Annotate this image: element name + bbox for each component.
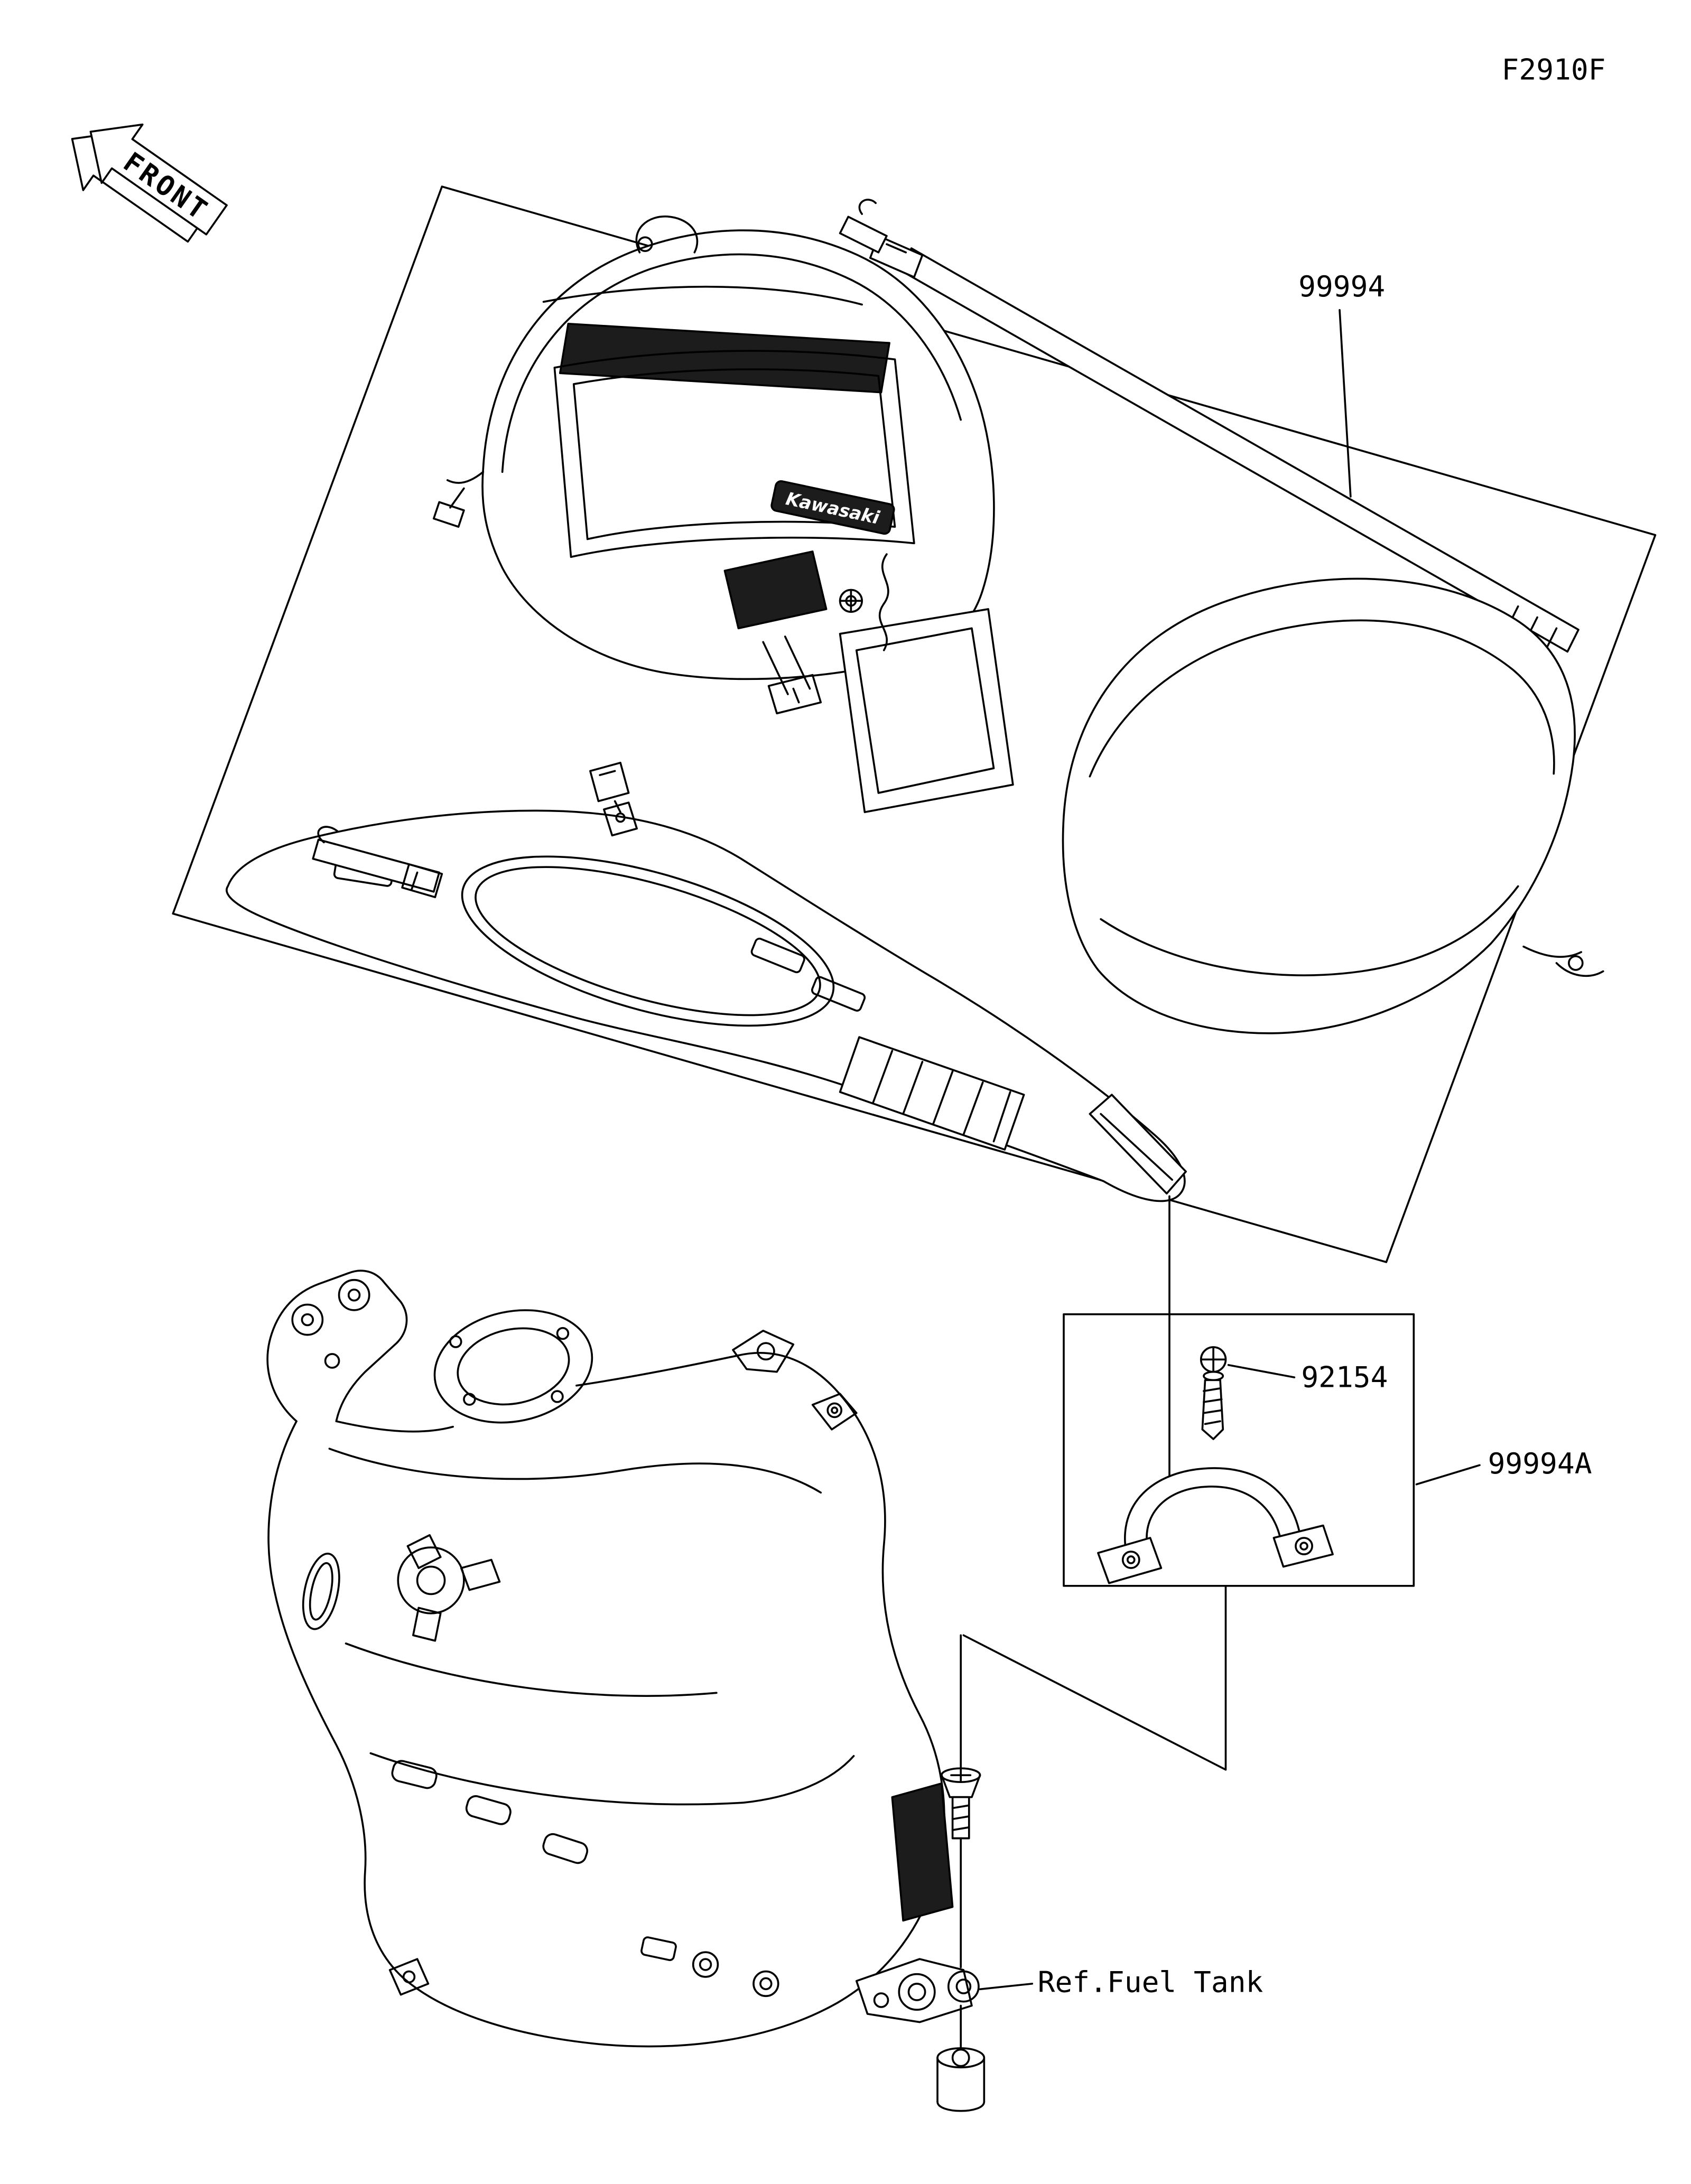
ref-fuel-tank-label: Ref.Fuel Tank xyxy=(1038,1965,1263,1999)
bottom-strap-buckle xyxy=(767,674,822,715)
tank-body-outline xyxy=(267,1352,945,2048)
rain-cover-body xyxy=(1062,577,1576,1034)
drawcord-end xyxy=(1555,962,1604,977)
screw-92154 xyxy=(1200,1346,1227,1440)
tank-bag-piping xyxy=(501,253,962,473)
tank-bag-seam xyxy=(542,285,863,306)
filler-neck-inner xyxy=(457,1327,570,1406)
front-arrow: FRONT xyxy=(71,123,228,243)
filler-neck-outer xyxy=(433,1309,593,1424)
part-label-99994a[interactable]: 99994A xyxy=(1488,1446,1592,1480)
tank-dark-recess xyxy=(891,1782,954,1922)
tank-bag: Kawasaki xyxy=(432,215,1014,814)
base-slot xyxy=(811,976,866,1012)
tank-knee-line-2 xyxy=(369,1752,855,1806)
base-hole-inner xyxy=(475,866,821,1016)
strap-band xyxy=(899,247,1579,653)
tank-slot xyxy=(542,1833,589,1864)
tank-bag-handle xyxy=(635,215,699,254)
strap-tail-loop xyxy=(839,216,888,254)
tank-knee-line-1 xyxy=(345,1642,718,1697)
mounting-bracket xyxy=(1097,1467,1334,1584)
base-mid-buckle-1 xyxy=(589,761,630,802)
base-tail-strap xyxy=(1089,1094,1187,1194)
tank-right-tab-2 xyxy=(811,1393,858,1431)
base-strap-hook xyxy=(317,826,339,844)
tank-rear-mount xyxy=(855,1958,973,2023)
map-pocket-flap xyxy=(839,608,1014,814)
tank-bag-base xyxy=(226,761,1187,1202)
tank-bag-map-window-inner xyxy=(572,368,896,540)
bottom-straps xyxy=(762,636,811,695)
map-pocket-flap-inner xyxy=(855,627,995,794)
front-arrow-shape xyxy=(89,123,228,236)
hardware-box: 92154 xyxy=(1063,1313,1415,1587)
fuel-tank xyxy=(266,1270,980,2048)
rain-cover-fold-top xyxy=(1089,619,1555,778)
diagram-code: F2910F xyxy=(1502,53,1606,87)
fuel-tap xyxy=(397,1534,501,1642)
left-strap-buckle xyxy=(432,501,465,528)
tank-shoulder-line xyxy=(328,1448,822,1494)
tank-slot xyxy=(465,1795,512,1825)
rain-cover-fold-bottom xyxy=(1100,885,1519,976)
left-strap-lines xyxy=(446,471,485,509)
mounting-screw-assembly xyxy=(936,1634,986,2112)
drawcord xyxy=(1522,945,1583,958)
tank-bag-handle-ring xyxy=(637,236,653,253)
shoulder-strap xyxy=(839,199,1579,653)
tank-right-tab xyxy=(732,1330,795,1373)
brand-badge: Kawasaki xyxy=(770,480,895,535)
rain-cover xyxy=(1062,577,1604,1034)
base-left-buckle xyxy=(401,863,443,899)
tank-bag-rubber-strap xyxy=(723,550,828,630)
leader-line-ref-fuel-tank xyxy=(979,1983,1034,1991)
flap-cord xyxy=(878,553,889,651)
base-hole-outer xyxy=(461,855,835,1027)
strap-hook xyxy=(858,199,877,215)
leader-line-99994a xyxy=(1415,1464,1481,1486)
part-label-92154[interactable]: 92154 xyxy=(1301,1360,1388,1394)
part-label-99994[interactable]: 99994 xyxy=(1298,269,1385,303)
leader-line-box-to-mount xyxy=(962,1585,1227,1771)
tank-front-bracket xyxy=(266,1270,408,1423)
tank-left-tab xyxy=(388,1958,430,1996)
base-slot xyxy=(750,937,805,974)
drawcord-toggle xyxy=(1568,955,1584,971)
tank-vent-slot xyxy=(302,1552,340,1630)
hardware-box-outline xyxy=(1063,1313,1415,1587)
base-mid-buckle-2 xyxy=(603,801,638,837)
tank-slot xyxy=(391,1760,438,1789)
base-left-strap xyxy=(312,838,440,893)
leader-line-99994 xyxy=(1339,309,1352,498)
mount-grommet xyxy=(936,2047,986,2112)
leader-line-92154 xyxy=(1227,1364,1296,1378)
tank-bag-map-window-outer xyxy=(553,350,915,558)
accessory-box-outline xyxy=(172,185,1657,1263)
